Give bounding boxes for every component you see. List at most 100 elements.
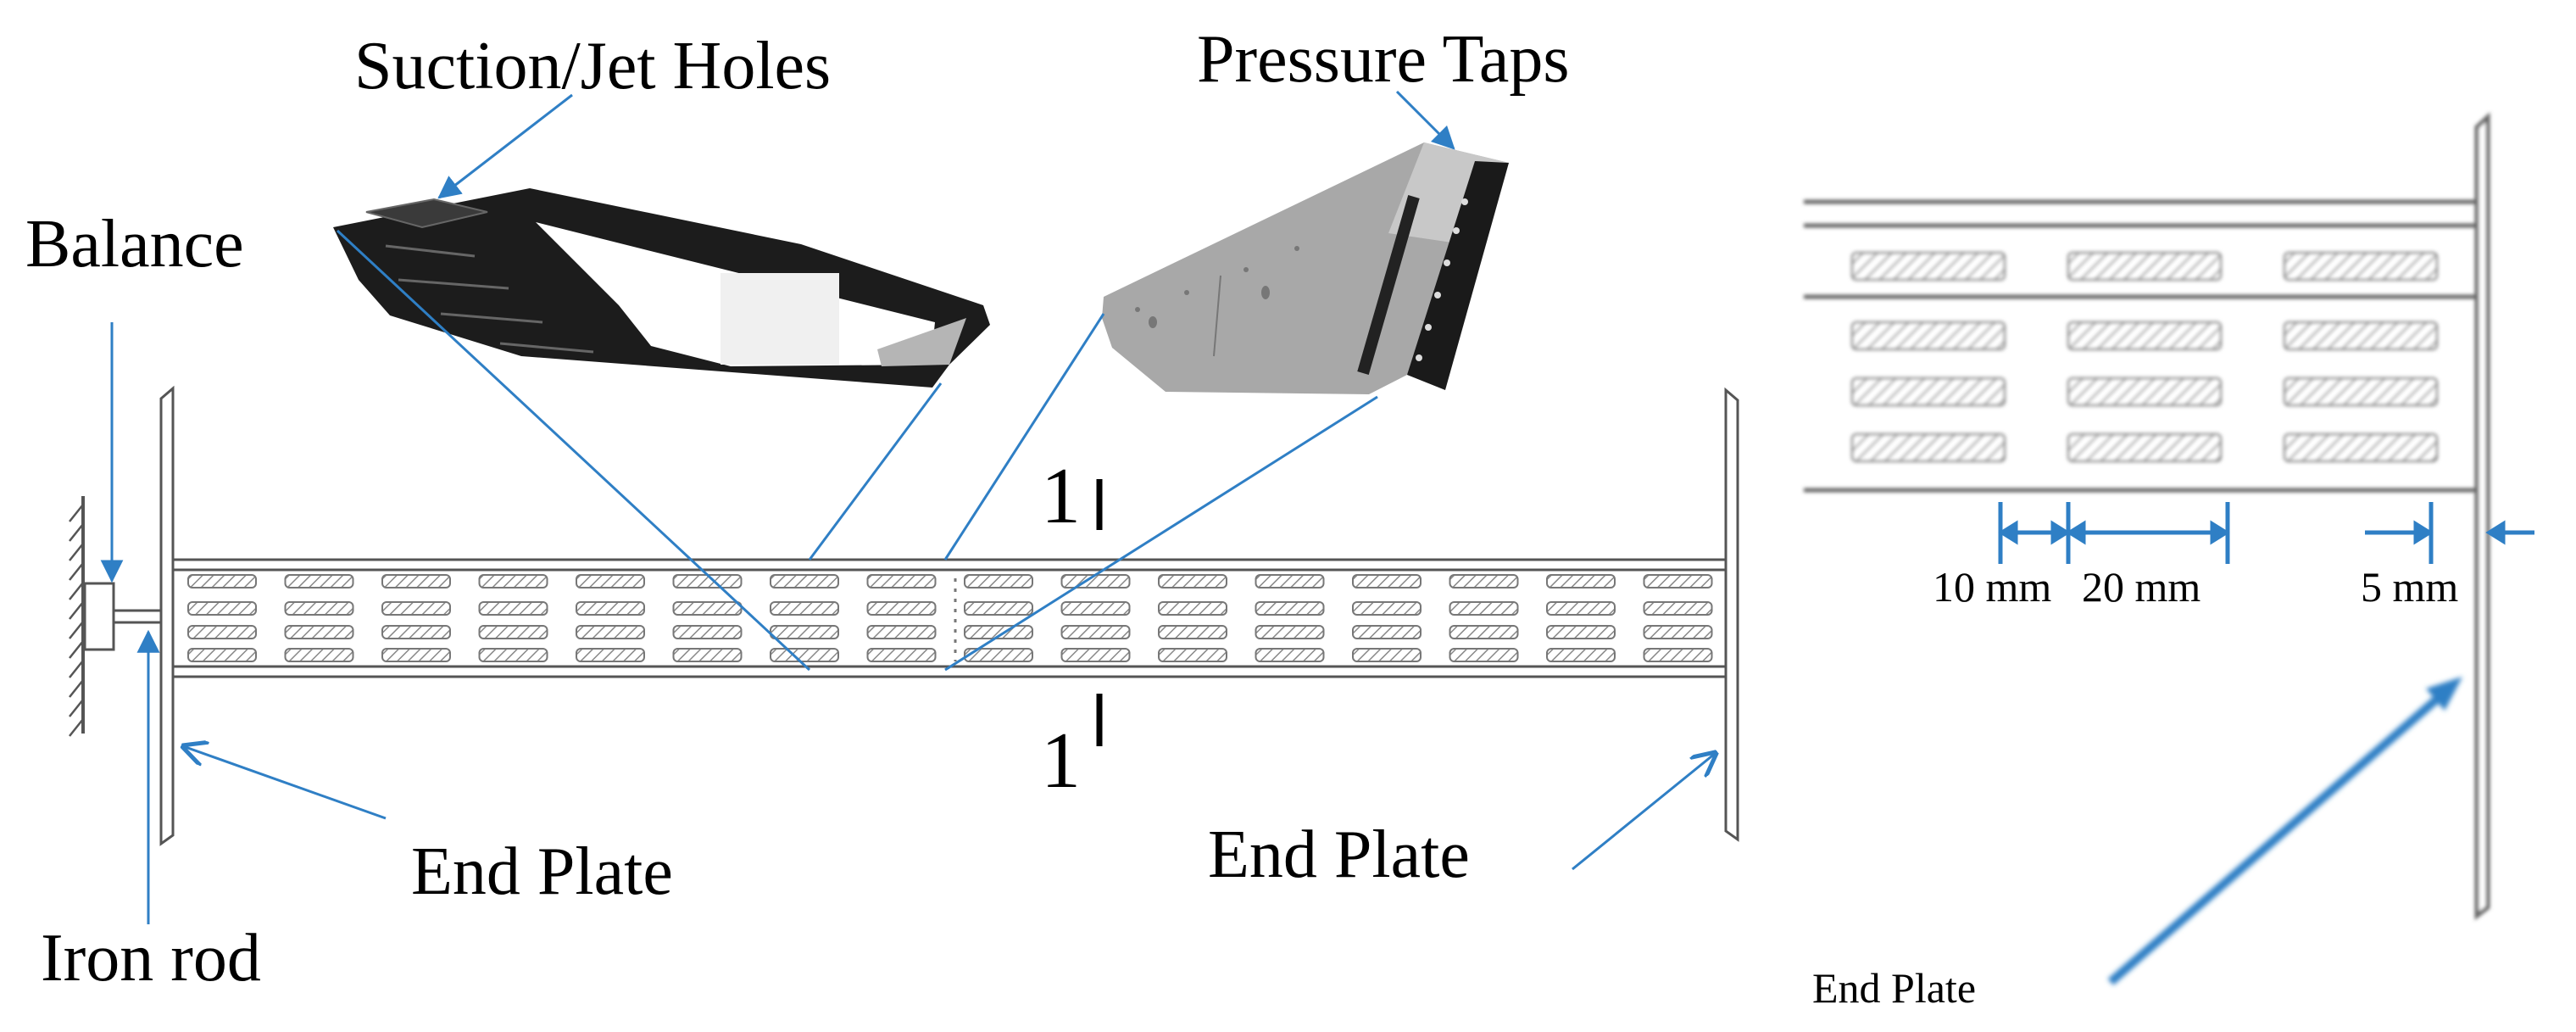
label-section-1-bottom: 1 — [1041, 717, 1081, 805]
span-slot — [964, 574, 1033, 589]
span-slot — [672, 574, 743, 589]
span-slot — [1255, 625, 1325, 639]
span-slot — [866, 601, 937, 616]
dimension-markers — [1998, 502, 2534, 564]
span-slot — [1352, 574, 1422, 589]
label-dim-10mm: 10 mm — [1933, 563, 2052, 611]
span-slot — [187, 601, 257, 616]
span-slot — [1255, 601, 1325, 616]
span-slot — [187, 574, 257, 589]
span-slot — [1158, 625, 1227, 639]
mounting-wall — [69, 496, 85, 737]
span-slot — [672, 601, 743, 616]
detail-slot — [2284, 252, 2438, 281]
detail-slot — [2284, 321, 2438, 350]
span-slot — [866, 648, 937, 662]
span-slot — [1643, 574, 1713, 589]
airfoil-section-taps — [1102, 142, 1509, 394]
span-slot — [770, 648, 839, 662]
span-slot — [770, 625, 839, 639]
span-slot — [478, 625, 548, 639]
detail-slot — [1851, 433, 2006, 462]
detail-slot — [1851, 321, 2006, 350]
span-slot — [1060, 648, 1131, 662]
detail-view — [1804, 112, 2490, 921]
detail-slot — [2067, 252, 2222, 281]
span-slot — [964, 648, 1033, 662]
span-slot — [1546, 601, 1616, 616]
span-slot — [1352, 625, 1422, 639]
span-slot — [1449, 601, 1519, 616]
span-slot — [576, 625, 645, 639]
span-slot — [284, 648, 354, 662]
label-balance: Balance — [25, 207, 244, 282]
detail-slot — [2067, 433, 2222, 462]
detail-slot — [2284, 377, 2438, 406]
span-slot — [1158, 574, 1227, 589]
span-slot — [576, 574, 645, 589]
span-slot — [1255, 574, 1325, 589]
span-slot — [576, 648, 645, 662]
span-slot — [672, 625, 743, 639]
span-slot — [1643, 648, 1713, 662]
span-slot — [478, 574, 548, 589]
span-slot — [1060, 625, 1131, 639]
balance-block — [83, 582, 115, 651]
span-slot — [1449, 574, 1519, 589]
span-slot — [284, 601, 354, 616]
span-slot — [1643, 625, 1713, 639]
span-slot — [1449, 648, 1519, 662]
detail-slot — [2067, 377, 2222, 406]
end-plate-right-shape — [1724, 387, 1739, 842]
span-slot — [478, 648, 548, 662]
detail-slot — [2284, 433, 2438, 462]
span-slot — [866, 625, 937, 639]
span-slot — [478, 601, 548, 616]
span-slot — [381, 625, 451, 639]
label-dim-5mm: 5 mm — [2361, 563, 2459, 611]
span-slot — [964, 625, 1033, 639]
span-slot — [187, 625, 257, 639]
span-slot — [1352, 601, 1422, 616]
span-slot — [284, 625, 354, 639]
span-slot — [1546, 574, 1616, 589]
leader-lines — [100, 90, 1716, 924]
label-end-plate-detail: End Plate — [1812, 964, 1977, 1012]
span-slot — [381, 601, 451, 616]
span-slot — [381, 574, 451, 589]
label-section-1-top: 1 — [1041, 452, 1081, 540]
label-suction-jet-holes: Suction/Jet Holes — [354, 29, 832, 103]
label-iron-rod: Iron rod — [41, 921, 261, 996]
span-slot — [576, 601, 645, 616]
detail-slot — [1851, 377, 2006, 406]
span-slot — [1546, 625, 1616, 639]
span-slot — [1255, 648, 1325, 662]
span-slot — [187, 648, 257, 662]
label-dim-20mm: 20 mm — [2082, 563, 2201, 611]
span-slot — [1060, 574, 1131, 589]
span-slot — [770, 574, 839, 589]
span-slot — [866, 574, 937, 589]
label-pressure-taps: Pressure Taps — [1197, 22, 1570, 97]
span-slot — [1158, 601, 1227, 616]
span-slot — [1546, 648, 1616, 662]
span-slot — [381, 648, 451, 662]
end-plate-left-shape — [159, 385, 175, 846]
span-slot — [1352, 648, 1422, 662]
span-slot — [672, 648, 743, 662]
detail-end-plate-arrow — [2107, 677, 2462, 985]
label-end-plate-left: End Plate — [411, 834, 673, 909]
span-slot — [1449, 625, 1519, 639]
span-slot — [770, 601, 839, 616]
label-end-plate-right: End Plate — [1208, 817, 1470, 892]
iron-rod — [114, 609, 161, 624]
span-slot — [1643, 601, 1713, 616]
detail-slot — [1851, 252, 2006, 281]
span-slot — [284, 574, 354, 589]
span-slot-array — [187, 574, 1713, 662]
span-slot — [964, 601, 1033, 616]
airfoil-section-slotted — [333, 188, 990, 388]
detail-slot — [2067, 321, 2222, 350]
